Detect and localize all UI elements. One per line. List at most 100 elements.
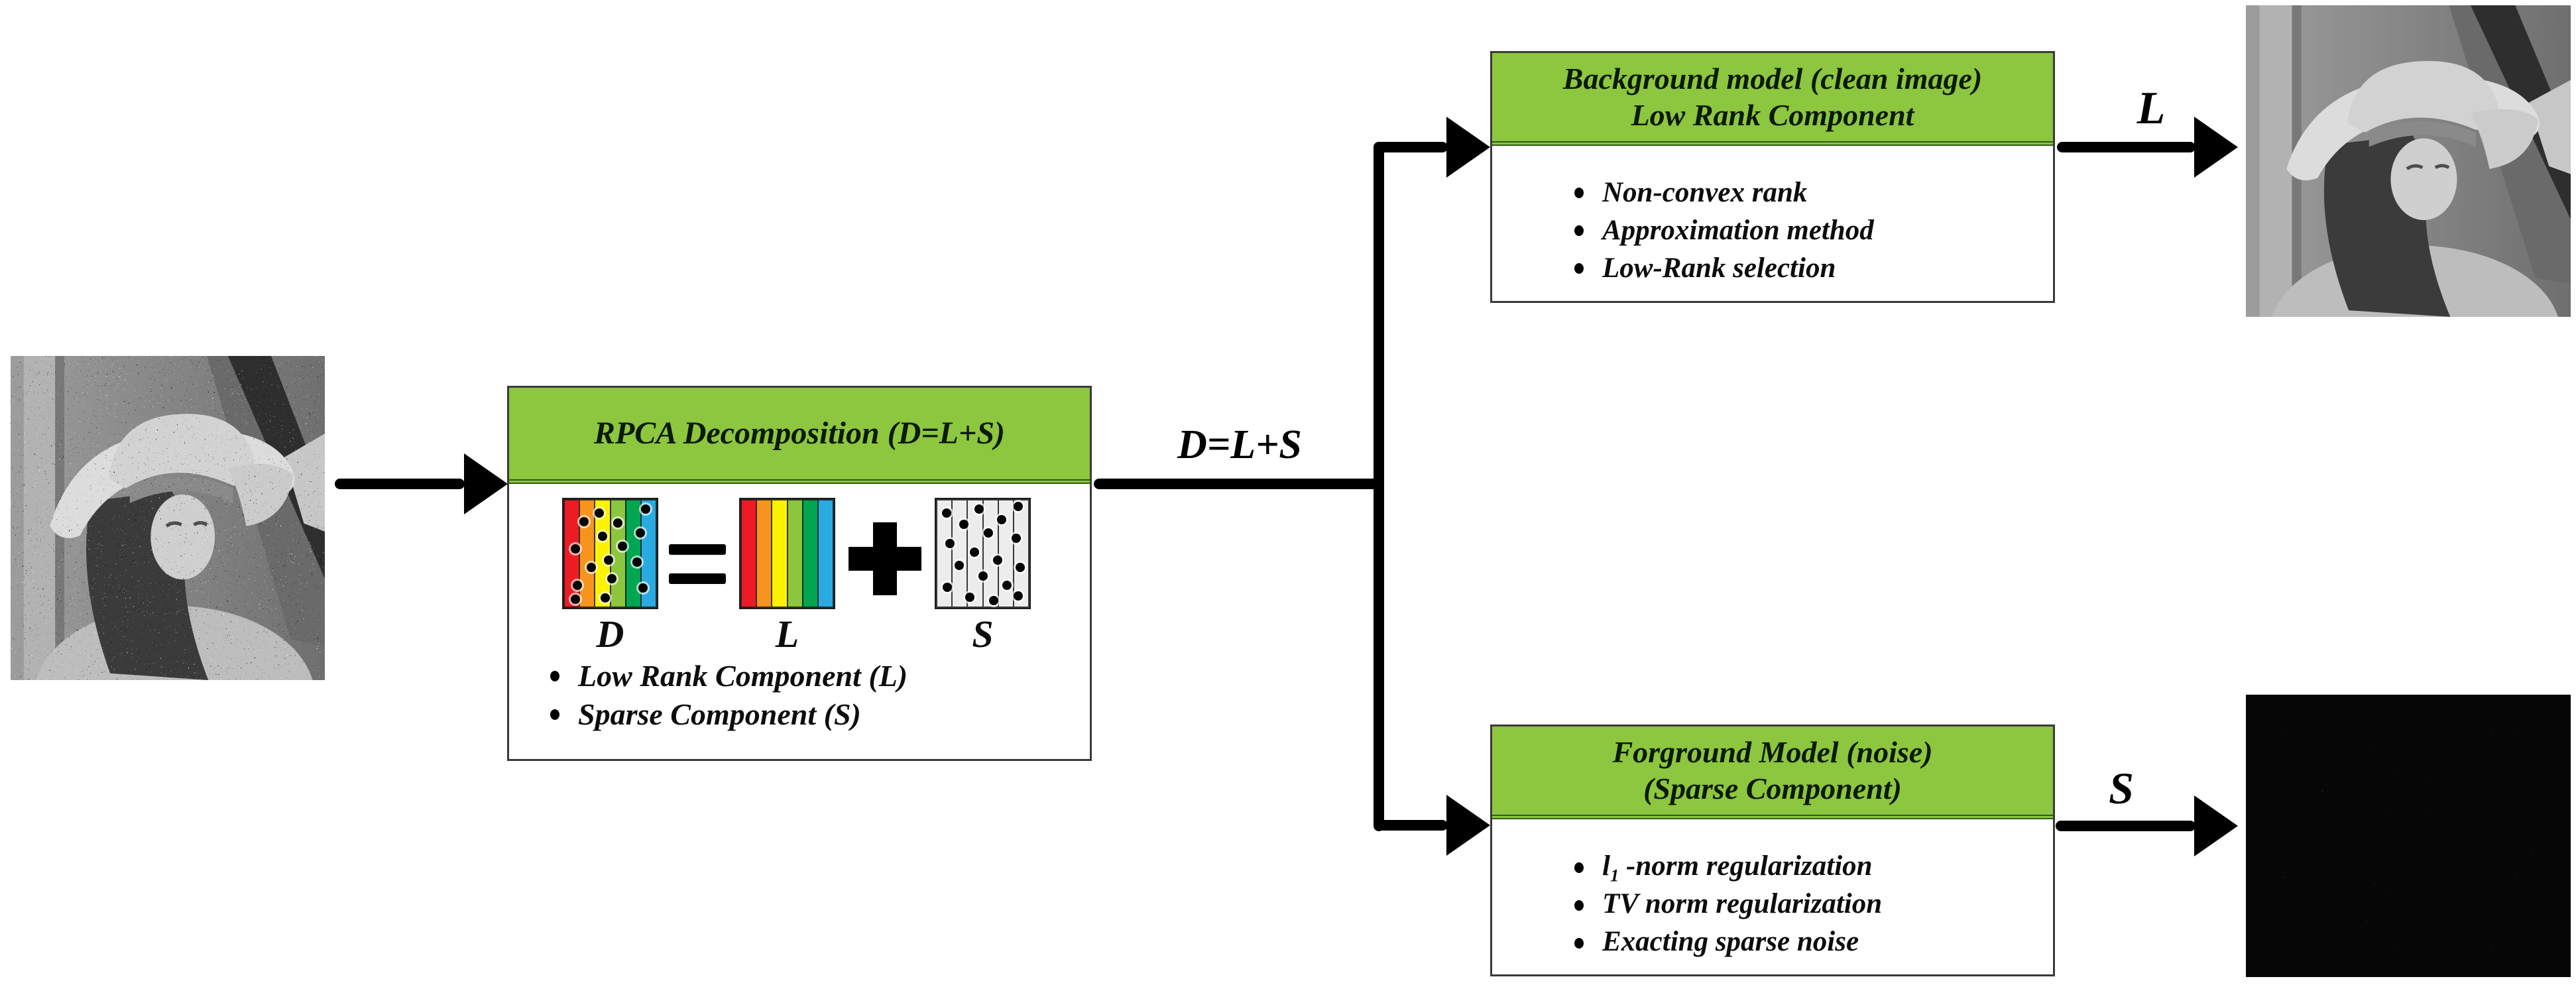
matrix-noise-dot [571,544,581,554]
foreground-box-header: Forground Model (noise) (Sparse Componen… [1492,726,2053,819]
matrix-bar [1012,499,1030,608]
matrix-s-graphic [935,498,1031,609]
rpca-box-header: RPCA Decomposition (D=L+S) [509,388,1090,484]
matrix-bar [982,499,999,608]
matrix-noise-dot [978,571,988,581]
bullet-dot-icon [1574,262,1584,274]
bullet-text-post: TV norm regularization [1602,888,1883,919]
matrix-noise-dot [641,504,651,514]
low-rank-output-image [2246,5,2571,317]
background-bullet-1: Non-convex rank [1574,176,1807,209]
bottom-branch-shaft [1374,820,1448,831]
matrix-noise-dot [632,557,642,567]
matrix-noise-dot [1015,563,1025,573]
matrix-noise-dot [965,592,974,602]
matrix-noise-dot [974,504,984,514]
matrix-noise-dot [587,563,597,573]
matrix-bar [951,499,968,608]
rpca-decomposition-box: RPCA Decomposition (D=L+S) D L S Low Ran… [507,386,1092,761]
background-model-box: Background model (clean image) Low Rank … [1490,51,2055,303]
bullet-dot-icon [550,709,559,720]
matrix-noise-dot [941,508,951,518]
foreground-bullet-1: l1 -norm regularization [1574,850,1873,886]
bullet-dot-icon [1574,900,1584,911]
bullet-text-post: Exacting sparse noise [1602,926,1859,957]
connector-main-line [1094,479,1383,489]
matrix-noise-dot [942,582,952,592]
sparse-output-image [2246,695,2571,977]
matrix-noise-dot [594,508,604,518]
matrix-l-graphic [739,498,835,609]
matrix-d-label: D [596,612,624,656]
matrix-bar [817,499,835,608]
bullet-dot-icon [1574,862,1584,874]
matrix-noise-dot [1012,534,1022,544]
noisy-input-image [11,356,325,680]
bullet-dot-icon [550,670,559,681]
rpca-bullet-sparse: Sparse Component (S) [550,697,861,732]
matrix-noise-dot [1014,591,1024,601]
low-rank-edge-label: L [2137,83,2166,134]
matrix-noise-dot [603,555,613,565]
matrix-bar [801,499,819,608]
connector-vertical-line [1374,142,1384,831]
equals-operator [669,544,726,584]
foreground-bullet-2: TV norm regularization [1574,888,1882,924]
background-bullet-3: Low-Rank selection [1574,252,1836,284]
matrix-noise-dot [579,517,589,527]
bullet-dot-icon [1574,225,1584,236]
top-branch-shaft [1374,142,1448,152]
matrix-bar [771,499,788,608]
bullet-dot-icon [1574,187,1584,198]
matrix-noise-dot [969,548,979,557]
sparse-arrow-shaft [2056,821,2195,831]
foreground-model-box: Forground Model (noise) (Sparse Componen… [1490,725,2055,976]
matrix-noise-dot [598,531,608,541]
plus-operator [849,522,921,595]
matrix-noise-dot [983,528,993,538]
matrix-noise-dot [607,573,617,583]
matrix-bar [609,499,626,608]
decomposition-edge-label: D=L+S [1177,422,1302,467]
matrix-noise-dot [945,539,955,549]
matrix-noise-dot [635,528,645,538]
matrix-s-label: S [972,612,994,656]
matrix-noise-dot [955,561,965,571]
matrix-noise-dot [573,580,583,590]
matrix-noise-dot [638,583,648,593]
matrix-noise-dot [959,519,969,529]
foreground-box-title-line2: (Sparse Component) [1643,771,1902,805]
background-box-title-line2: Low Rank Component [1631,97,1914,132]
matrix-noise-dot [613,518,622,528]
bullet-text-pre: l [1602,850,1610,882]
background-box-title-line1: Background model (clean image) [1562,62,1983,96]
sparse-edge-label: S [2109,763,2134,813]
matrix-bar [786,499,803,608]
input-arrow-shaft [335,479,465,489]
matrix-bar [579,499,596,608]
bullet-dot-icon [1574,938,1584,949]
matrix-noise-dot [617,541,627,551]
matrix-noise-dot [993,555,1003,565]
low-rank-arrow-shaft [2057,142,2195,152]
foreground-box-title-line1: Forground Model (noise) [1612,735,1933,770]
foreground-bullet-3: Exacting sparse noise [1574,925,1859,962]
input-arrow-head [464,453,508,514]
matrix-noise-dot [989,595,999,605]
matrix-bar [563,499,581,608]
matrix-noise-dot [1002,580,1012,590]
low-rank-arrow-head [2194,117,2238,178]
matrix-noise-dot [1014,502,1024,512]
top-branch-arrow-head [1446,117,1490,178]
matrix-d-graphic [562,498,658,609]
sparse-arrow-head [2194,795,2238,856]
bullet-text-post: -norm regularization [1619,850,1873,882]
matrix-noise-dot [996,515,1006,525]
matrix-bar [740,499,758,608]
matrix-noise-dot [601,593,611,603]
rpca-bullet-low-rank: Low Rank Component (L) [550,658,907,693]
bottom-branch-arrow-head [1446,795,1490,856]
rpca-box-title: RPCA Decomposition (D=L+S) [593,415,1006,451]
background-box-header: Background model (clean image) Low Rank … [1492,53,2053,146]
